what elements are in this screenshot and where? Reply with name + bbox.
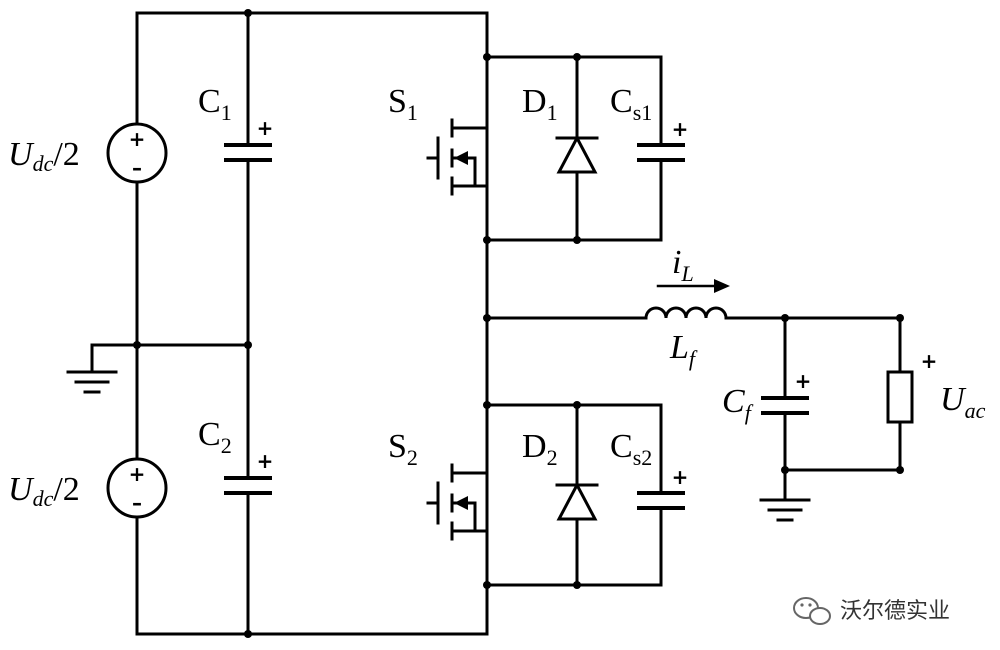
- capacitor-cs1: +: [637, 117, 689, 162]
- capacitor-cf: +: [761, 369, 812, 415]
- cs2-label: Cs2: [610, 428, 652, 470]
- dc-source-bottom: + –: [106, 457, 168, 519]
- junction-dots: [133, 9, 904, 638]
- il-label: iL: [672, 244, 694, 286]
- d2-label: D2: [522, 428, 558, 470]
- cf-label: Cf: [722, 383, 754, 425]
- uac-label: Uac: [940, 381, 986, 423]
- svg-text:–: –: [132, 156, 142, 180]
- svg-text:+: +: [129, 127, 146, 151]
- diode-d2: [555, 481, 599, 521]
- current-arrow-il: [656, 279, 730, 293]
- capacitor-cs2: +: [637, 465, 689, 510]
- wechat-icon: [793, 597, 831, 625]
- ground-symbol-output: [759, 496, 811, 522]
- d1-label: D1: [522, 83, 558, 125]
- svg-text:+: +: [672, 117, 689, 141]
- s1-label: S1: [388, 83, 418, 125]
- diode-d1: [555, 134, 599, 174]
- svg-text:+: +: [257, 449, 274, 473]
- c1-label: C1: [198, 83, 232, 125]
- svg-text:+: +: [257, 116, 274, 140]
- mosfet-s1: [426, 118, 489, 196]
- mosfet-s2: [426, 463, 489, 541]
- svg-text:+: +: [672, 465, 689, 489]
- load-resistor: [886, 370, 914, 424]
- c2-label: C2: [198, 416, 232, 458]
- source-top-label: Udc/2: [8, 136, 80, 176]
- s2-label: S2: [388, 428, 418, 470]
- svg-text:+: +: [795, 369, 812, 393]
- source-bottom-label: Udc/2: [8, 471, 80, 511]
- svg-text:–: –: [132, 491, 142, 515]
- inductor-lf: [644, 306, 728, 320]
- watermark: 沃尔德实业: [793, 597, 950, 625]
- dc-source-top: + –: [106, 122, 168, 184]
- uac-plus: +: [921, 349, 938, 373]
- capacitor-c2: +: [224, 449, 274, 495]
- capacitor-c1: +: [224, 116, 274, 162]
- svg-text:+: +: [129, 462, 146, 486]
- watermark-text: 沃尔德实业: [840, 599, 950, 624]
- cs1-label: Cs1: [610, 83, 652, 125]
- ground-symbol-left: [66, 370, 118, 394]
- lf-label: Lf: [669, 329, 698, 371]
